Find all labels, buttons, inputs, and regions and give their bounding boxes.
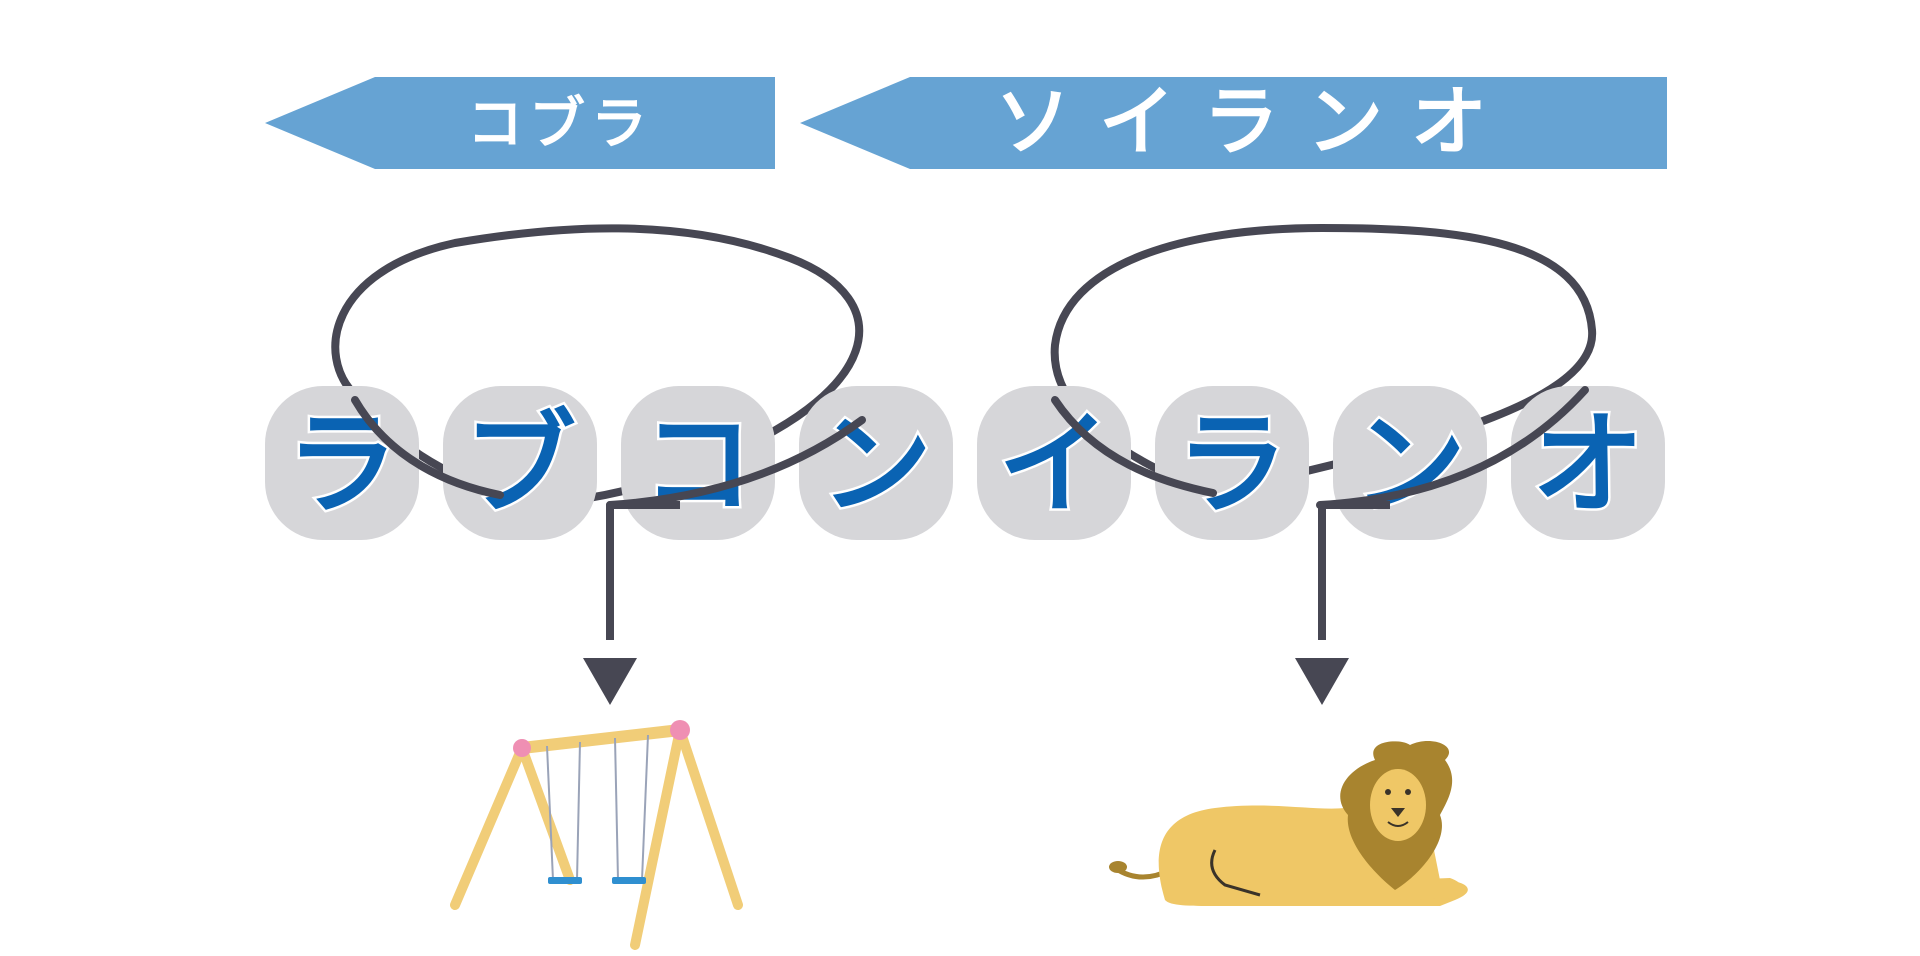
swing-leg <box>517 743 575 885</box>
lion-tail-tuft <box>1109 861 1127 873</box>
kana-tile-background <box>265 386 419 540</box>
loop-arc-overlays <box>351 386 1589 509</box>
lion-hind-leg <box>1210 849 1261 897</box>
loop-arc-left-front <box>351 396 866 509</box>
kana-tiles: ラブコンイランオ <box>265 386 1665 540</box>
lion-paw <box>1400 878 1462 900</box>
connector-left-line <box>606 501 680 640</box>
down-arrow-right <box>1295 658 1349 705</box>
banner-cobra-label: コブラ <box>467 92 653 157</box>
banner-soiranoh-arrow <box>800 77 1667 169</box>
lion-eye-left <box>1385 789 1391 795</box>
swing-leg <box>630 725 685 950</box>
swing-icon <box>450 720 743 950</box>
kana-tile: ブ <box>443 386 597 540</box>
kana-tile-background <box>977 386 1131 540</box>
connector-left <box>583 501 680 705</box>
lion-eye-right <box>1405 789 1411 795</box>
swing-joint-left <box>513 739 531 757</box>
kana-tile: ラ <box>265 386 419 540</box>
kana-tile-background <box>799 386 953 540</box>
kana-tile: オ <box>1511 386 1665 540</box>
banner-soiranoh: ソイランオ <box>800 77 1667 169</box>
kana-char: コ <box>642 400 754 530</box>
banner-cobra-arrow <box>265 77 775 169</box>
kana-tile-background <box>443 386 597 540</box>
kana-char: イ <box>998 400 1110 530</box>
kana-tile: ン <box>799 386 953 540</box>
kana-char: ン <box>1354 400 1466 530</box>
kana-char: ン <box>820 400 932 530</box>
kana-tile: ラ <box>1155 386 1309 540</box>
swing-chains <box>546 734 649 881</box>
lion-icon <box>1109 740 1468 906</box>
lion-face <box>1370 769 1426 841</box>
kana-char: ラ <box>286 400 398 530</box>
down-arrow-left <box>583 658 637 705</box>
lion-mouth <box>1387 821 1409 827</box>
kana-tile-background <box>1155 386 1309 540</box>
swing-top-bar <box>516 724 686 754</box>
swing-joint-right <box>670 720 690 740</box>
connector-right-line <box>1318 501 1390 640</box>
swing-leg <box>675 725 743 910</box>
swing-leg <box>450 743 527 910</box>
lion-nose <box>1391 808 1405 817</box>
kana-tile: ン <box>1333 386 1487 540</box>
kana-char: ブ <box>464 400 576 530</box>
loop-arc-right-front <box>1051 386 1589 509</box>
connector-right <box>1295 501 1390 705</box>
banner-soiranoh-label: ソイランオ <box>995 77 1515 166</box>
swing-seat-right <box>612 877 646 884</box>
banner-cobra: コブラ <box>265 77 775 169</box>
kana-char: ラ <box>1176 400 1288 530</box>
swing-seat-left <box>548 877 582 884</box>
kana-tile: コ <box>621 386 775 540</box>
kana-tile: イ <box>977 386 1131 540</box>
